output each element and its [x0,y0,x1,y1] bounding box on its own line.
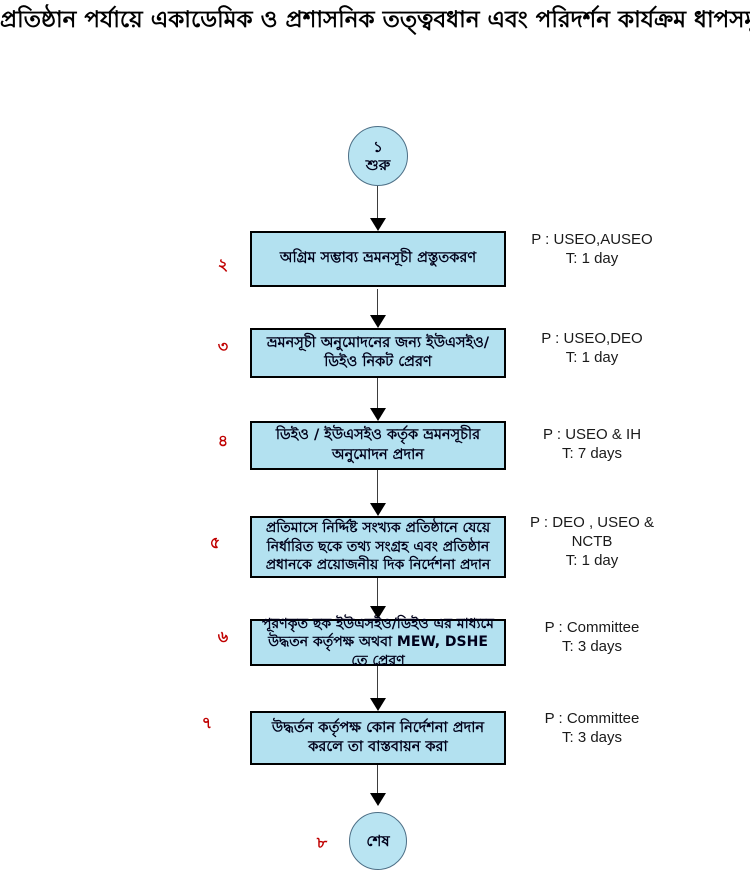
side-label-line: P : DEO , USEO & [530,514,654,531]
arrow-down-icon [370,606,386,619]
connector-line [377,578,378,607]
side-label-7: P : Committee T: 3 days [508,710,676,748]
side-label-line: NCTB [571,532,613,550]
side-label-line: P : Committee [544,619,640,636]
step-number-6: ৬ [217,627,229,646]
process-box-2: অগ্রিম সম্ভাব্য ভ্রমনসূচী প্রস্তুতকরণ [250,231,506,287]
connector-line [377,666,378,699]
step-number-5: ৫ [209,533,221,552]
arrow-down-icon [370,218,386,231]
end-label: শেষ [366,832,390,850]
process-box-6: পূরণকৃত ছক ইউএসইও/ডিইও এর মাধ্যমে উদ্ধতন… [250,616,506,669]
process-box-4: ডিইও / ইউএসইও কর্তৃক ভ্রমনসূচীর অনুমোদন … [250,421,506,470]
step-number-2: ২ [217,255,229,274]
step-number-4: ৪ [217,431,229,450]
side-label-line: P : Committee [544,710,640,727]
side-label-6: P : Committee T: 3 days [508,619,676,657]
connector-line [377,186,378,219]
side-label-line: T: 3 days [561,637,623,655]
side-label-line: T: 1 day [565,249,619,267]
side-label-4: P : USEO & IH T: 7 days [508,426,676,464]
arrow-down-icon [370,793,386,806]
arrow-down-icon [370,503,386,516]
connector-line [377,470,378,504]
connector-line [377,289,378,316]
connector-line [377,378,378,409]
side-label-5: P : DEO , USEO & NCTB T: 1 day [508,514,676,570]
side-label-2: P : USEO,AUSEO T: 1 day [508,231,676,269]
side-label-line: P : USEO,DEO [541,330,643,347]
side-label-line: T: 3 days [561,728,623,746]
start-label: শুরু [365,156,391,174]
flowchart-start-node: ১ শুরু [348,126,408,186]
process-box-7: উদ্ধর্তন কর্তৃপক্ষ কোন নির্দেশনা প্রদান … [250,711,506,765]
step-number-8: ৮ [316,833,328,852]
side-label-line: T: 1 day [565,551,619,569]
arrow-down-icon [370,698,386,711]
page-title: প্রতিষ্ঠান পর্যায়ে একাডেমিক ও প্রশাসনিক… [0,7,750,33]
start-step-number: ১ [373,138,383,156]
arrow-down-icon [370,315,386,328]
process-box-5: প্রতিমাসে নির্দ্দিষ্ট সংখ্যক প্রতিষ্ঠানে… [250,516,506,578]
side-label-line: P : USEO,AUSEO [531,231,653,248]
side-label-line: T: 7 days [561,444,623,462]
side-label-3: P : USEO,DEO T: 1 day [508,330,676,368]
side-label-line: P : USEO & IH [542,426,642,443]
process-box-3: ভ্রমনসূচী অনুমোদনের জন্য ইউএসইও/ডিইও নিক… [250,328,506,378]
connector-line [377,765,378,794]
arrow-down-icon [370,408,386,421]
side-label-line: T: 1 day [565,348,619,366]
step-number-3: ৩ [217,337,229,356]
flowchart-end-node: শেষ [349,812,407,870]
step-number-7: ৭ [201,713,213,732]
